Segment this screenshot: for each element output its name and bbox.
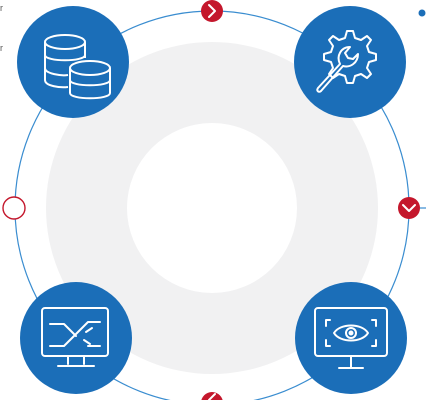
- chevron-right-icon: [208, 4, 216, 18]
- connector-top: [201, 0, 223, 22]
- monitor-network-icon: [41, 307, 109, 367]
- center-hole: [127, 123, 297, 293]
- node-settings: [294, 6, 406, 118]
- database-icon: [44, 34, 111, 100]
- node-network: [20, 282, 132, 394]
- chevron-left-icon: [208, 393, 216, 400]
- connector-right: [398, 197, 420, 219]
- connector-left: [2, 196, 26, 220]
- empty-circle: [2, 196, 26, 220]
- monitor-eye-icon: [314, 307, 388, 369]
- connector-bottom: [201, 392, 223, 400]
- edge-text-fragment: r: [0, 43, 3, 53]
- edge-text-fragment: r: [0, 3, 3, 13]
- node-database: [17, 6, 129, 118]
- chevron-down-icon: [402, 204, 416, 212]
- node-monitoring: [295, 282, 407, 394]
- bullet-dot: [418, 9, 426, 17]
- gear-wrench-icon: [316, 30, 377, 93]
